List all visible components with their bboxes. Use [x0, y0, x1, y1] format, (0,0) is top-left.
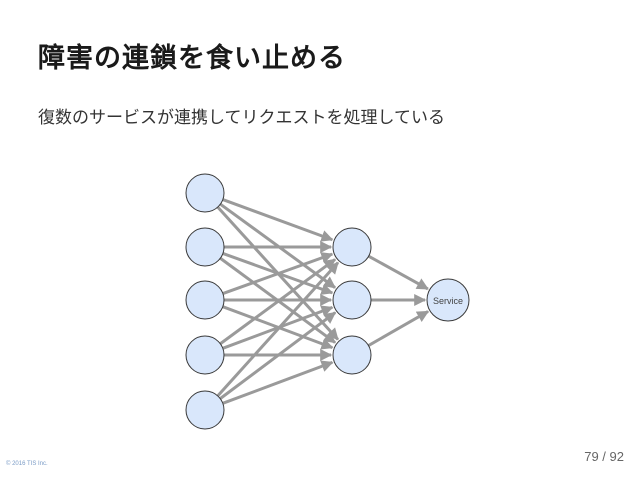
slide-title: 障害の連鎖を食い止める [38, 43, 346, 74]
service-node [426, 278, 470, 322]
copyright-text: © 2016 TIS Inc. [6, 461, 48, 467]
diagram-nodes [185, 173, 470, 430]
left-service-node-3 [185, 280, 225, 320]
middle-service-node-2 [332, 280, 372, 320]
service-label: Service [433, 296, 463, 306]
middle-service-node-1 [332, 227, 372, 267]
edge-left-3-to-mid-1 [222, 252, 334, 295]
slide-subtitle: 復数のサービスが連携してリクエストを処理している [38, 108, 445, 128]
edge-left-5-to-mid-3 [222, 360, 334, 405]
edge-mid-3-to-service [367, 310, 430, 347]
left-service-node-4 [185, 335, 225, 375]
page-number: 79 / 92 [584, 449, 624, 464]
left-service-node-2 [185, 227, 225, 267]
edge-left-4-to-mid-1 [219, 258, 337, 345]
edge-mid-1-to-service [367, 254, 429, 291]
left-service-node-5 [185, 390, 225, 430]
edge-left-5-to-mid-1 [216, 261, 340, 397]
edge-left-5-to-mid-2 [219, 311, 337, 400]
edge-left-1-to-mid-1 [222, 198, 334, 242]
diagram-edges [216, 198, 430, 405]
middle-service-node-3 [332, 335, 372, 375]
left-service-node-1 [185, 173, 225, 213]
